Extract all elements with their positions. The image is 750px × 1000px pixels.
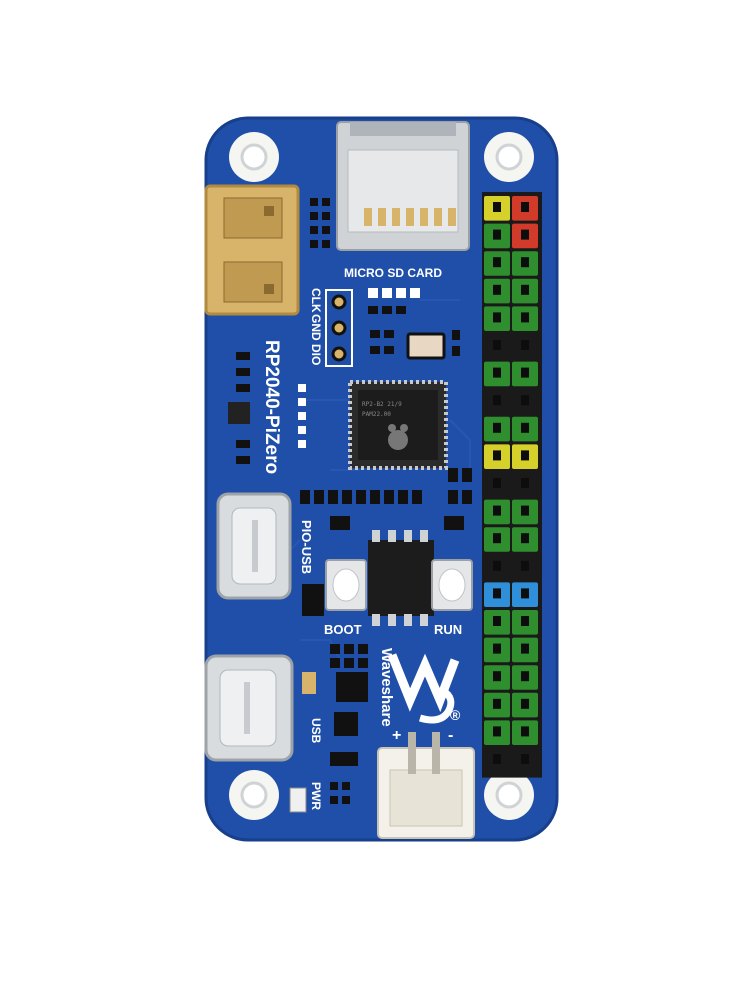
- jumper-hole: [493, 229, 501, 240]
- jumper-hole: [521, 505, 529, 516]
- chip-marking-2: PAM22.00: [362, 411, 391, 418]
- chip-marking-1: RP2-B2 21/9: [362, 401, 402, 408]
- jumper-hole: [521, 395, 529, 406]
- usb-c-port-pio: [216, 492, 292, 600]
- jumper-hole: [493, 340, 501, 350]
- jumper-hole: [521, 616, 529, 626]
- jumper-hole: [493, 284, 501, 295]
- micro-sd-slot: [336, 121, 470, 251]
- jumper-hole: [521, 284, 529, 295]
- jumper-hole: [493, 312, 501, 323]
- ic-chip: [368, 530, 434, 626]
- micro-sd-label: MICRO SD CARD: [344, 266, 442, 280]
- jumper-hole: [521, 257, 529, 268]
- run-label: RUN: [434, 622, 462, 637]
- jumper-hole: [493, 671, 501, 682]
- jumper-hole: [521, 312, 529, 323]
- component-strip: [300, 468, 472, 504]
- resistor-array-1: [368, 288, 420, 314]
- board-name-label: RP2040-PiZero: [261, 340, 282, 474]
- jumper-hole: [521, 588, 529, 599]
- waveshare-logo-icon: [387, 653, 460, 724]
- crystal-oscillator: [406, 332, 446, 360]
- smd-components-mid: [370, 330, 460, 356]
- smd-components-top: [310, 198, 330, 248]
- jumper-hole: [493, 698, 501, 709]
- jumper-hole: [493, 367, 501, 378]
- jumper-hole: [521, 229, 529, 240]
- swd-header: [325, 289, 353, 367]
- jumper-hole: [493, 450, 501, 461]
- jumper-hole: [493, 395, 501, 406]
- jumper-hole: [493, 478, 501, 488]
- jumper-hole: [493, 257, 501, 268]
- swd-gnd-label: GND: [309, 314, 323, 341]
- rp2040-chip: RP2-B2 21/9 PAM22.00: [348, 380, 448, 470]
- raspberry-logo-icon: [388, 424, 408, 450]
- jumper-hole: [493, 616, 501, 626]
- jumper-hole: [521, 450, 529, 461]
- registered-mark: ®: [450, 707, 461, 723]
- pio-usb-label: PIO-USB: [299, 520, 314, 574]
- component-column: [298, 384, 306, 448]
- jumper-hole: [521, 671, 529, 682]
- swd-clk-label: CLK: [309, 288, 323, 313]
- gpio-header: [482, 192, 542, 778]
- run-button[interactable]: [431, 559, 473, 611]
- pwr-label: PWR: [309, 782, 323, 810]
- jumper-hole: [521, 202, 529, 212]
- jumper-hole: [521, 726, 529, 737]
- swd-dio-label: DIO: [309, 344, 323, 365]
- pwr-led: [289, 782, 350, 813]
- led-array-left: [228, 352, 250, 464]
- jumper-hole: [493, 588, 501, 599]
- components-lower: [302, 644, 368, 766]
- jumper-hole: [521, 560, 529, 571]
- jumper-hole: [493, 754, 501, 764]
- jumper-hole: [493, 643, 501, 654]
- minus-label: -: [448, 727, 453, 744]
- transistors: [302, 516, 464, 616]
- jumper-hole: [521, 754, 529, 764]
- jumper-hole: [521, 340, 529, 350]
- jumper-hole: [493, 202, 501, 212]
- mini-hdmi-connector: [204, 184, 300, 316]
- jumper-hole: [521, 643, 529, 654]
- brand-label: Waveshare: [378, 648, 395, 727]
- jumper-hole: [521, 533, 529, 544]
- boot-button[interactable]: [325, 559, 367, 611]
- jst-power-connector: [377, 732, 475, 839]
- jumper-hole: [493, 422, 501, 433]
- usb-label: USB: [309, 718, 323, 744]
- boot-label: BOOT: [324, 622, 362, 637]
- jumper-hole: [521, 367, 529, 378]
- mounting-hole-top-left: [229, 132, 279, 182]
- mounting-hole-bottom-right: [484, 770, 534, 820]
- usb-c-port-main: [204, 654, 294, 762]
- plus-label: +: [392, 727, 401, 744]
- jumper-hole: [493, 533, 501, 544]
- mounting-hole-bottom-left: [229, 770, 279, 820]
- jumper-hole: [521, 478, 529, 488]
- swd-labels: CLK GND DIO: [309, 288, 323, 365]
- jumper-hole: [493, 560, 501, 571]
- jumper-hole: [521, 422, 529, 433]
- jumper-hole: [493, 505, 501, 516]
- jumper-hole: [493, 726, 501, 737]
- jumper-hole: [521, 698, 529, 709]
- mounting-hole-top-right: [484, 132, 534, 182]
